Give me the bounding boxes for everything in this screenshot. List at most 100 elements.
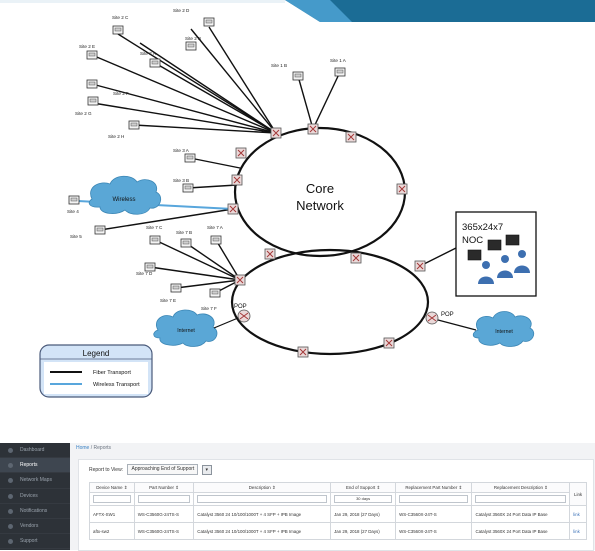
filter-part-input[interactable]: [137, 495, 191, 503]
report-select-label: Report to View:: [89, 466, 124, 473]
column-header-end-of-support[interactable]: End of Support ⇕: [330, 482, 397, 493]
legend-wireless-label: Wireless Transport: [93, 382, 140, 388]
filter-cell: [133, 492, 195, 506]
filter-device-input[interactable]: [93, 495, 131, 503]
sidebar-item-dashboard[interactable]: Dashboard: [0, 443, 70, 459]
internet-right-link: [437, 319, 477, 331]
site-label-2g: Site 2 G: [75, 111, 92, 116]
cell-description: Catalyst 3560 24 10/100/1000T + 4 SFP + …: [193, 522, 332, 540]
support-icon: [8, 539, 13, 545]
filter-eos-select[interactable]: 30 days: [334, 495, 393, 503]
cell-link[interactable]: link: [569, 522, 587, 540]
cell-part: WS-C3560G-24TS-S: [133, 522, 195, 540]
site-label-3b: Site 3 B: [173, 178, 189, 183]
filter-cell: [89, 492, 135, 506]
network-diagram: Site 2 C Site 2 D Site 2 B Site 2 E Site…: [0, 0, 595, 398]
pop-left-label: POP: [234, 304, 247, 310]
site-label-7b: Site 7 B: [176, 230, 192, 235]
cell-rpart: WS-C3560X-24T-S: [395, 505, 473, 523]
filter-cell: [193, 492, 332, 506]
internet-cloud-left: Internet: [153, 309, 218, 347]
site-label-1a: Site 1 A: [330, 58, 347, 63]
core-label-1: Core: [306, 181, 334, 196]
sidebar-item-notifications[interactable]: Notifications: [0, 504, 70, 519]
site-label-7f: Site 7 F: [201, 306, 217, 311]
cell-eos: Jan 29, 2018 (27 Days): [330, 522, 397, 540]
column-header-device-name[interactable]: Device Name ⇕: [89, 482, 135, 493]
sidebar-item-label: Support: [20, 538, 38, 545]
sidebar-item-label: Notifications: [20, 507, 48, 514]
filter-rdesc-input[interactable]: [475, 495, 567, 503]
noc-box: 365x24x7 NOC: [455, 211, 537, 297]
sidebar-item-support[interactable]: Support: [0, 534, 70, 550]
wireless-cloud: Wireless: [88, 175, 162, 215]
site-label-2a: Site 2 A: [140, 51, 157, 56]
pop-router-icons: [237, 309, 439, 325]
chevron-down-icon[interactable]: ▾: [201, 464, 212, 475]
report-table: Device Name ⇕ Part Number ⇕ Description …: [89, 482, 587, 540]
reports-icon: [8, 463, 13, 469]
cell-rdesc: Catalyst 3560X 24 Port Data IP Base: [471, 522, 571, 540]
map-icon: [8, 478, 13, 484]
site-label-7e: Site 7 E: [160, 298, 176, 303]
sidebar-item-vendors[interactable]: Vendors: [0, 519, 70, 535]
site-label-2e: Site 2 E: [79, 44, 95, 49]
sidebar-item-label: Network Maps: [20, 477, 52, 484]
access-ring: [230, 248, 430, 356]
filter-rpart-input[interactable]: [399, 495, 469, 503]
report-panel: Report to View: Approaching End of Suppo…: [78, 459, 594, 551]
sidebar-item-reports[interactable]: Reports: [0, 458, 70, 474]
core-label-2: Network: [296, 198, 344, 213]
router-icons: [227, 123, 426, 358]
sidebar-item-devices[interactable]: Devices: [0, 489, 70, 504]
filter-row: 30 days: [89, 492, 587, 506]
breadcrumb-separator: /: [90, 445, 93, 451]
breadcrumb: Home / Reports: [76, 445, 111, 451]
column-header-link: Link: [569, 482, 587, 506]
sidebar: Dashboard Reports Network Maps Devices N…: [0, 443, 70, 550]
report-select[interactable]: Approaching End of Support: [127, 464, 199, 475]
site-label-7c: Site 7 C: [146, 225, 163, 230]
filter-description-input[interactable]: [197, 495, 328, 503]
filter-cell: [395, 492, 473, 506]
internet-left-label: Internet: [177, 328, 195, 334]
filter-cell: [471, 492, 571, 506]
filter-cell: 30 days: [330, 492, 397, 506]
sidebar-item-label: Devices: [20, 492, 38, 499]
table-header-row: Device Name ⇕ Part Number ⇕ Description …: [89, 482, 587, 506]
device-icon: [8, 493, 13, 499]
report-toolbar: Report to View: Approaching End of Suppo…: [89, 464, 212, 475]
site-label-7d: Site 7 D: [136, 271, 153, 276]
cell-rdesc: Catalyst 3560X 24 Port Data IP Base: [471, 505, 571, 523]
breadcrumb-current: Reports: [93, 445, 112, 451]
sidebar-item-label: Reports: [20, 462, 38, 469]
operators-icon: [467, 234, 530, 284]
site-label-1b: Site 1 B: [271, 63, 287, 68]
site-label-2d: Site 2 D: [173, 8, 190, 13]
vendor-icon: [8, 523, 13, 529]
sidebar-item-label: Vendors: [20, 522, 39, 529]
site-label-2c: Site 2 C: [112, 15, 129, 20]
column-header-replacement-part[interactable]: Replacement Part Number ⇕: [395, 482, 473, 493]
pop-right-label: POP: [441, 312, 454, 318]
legend-title: Legend: [83, 349, 110, 358]
cell-description: Catalyst 3560 24 10/100/1000T + 4 SFP + …: [193, 505, 332, 523]
sidebar-item-label: Dashboard: [20, 447, 45, 453]
site-label-2h: Site 2 H: [108, 134, 124, 139]
cell-rpart: WS-C3560X-24T-S: [395, 522, 473, 540]
breadcrumb-home[interactable]: Home: [76, 445, 90, 451]
report-app: Dashboard Reports Network Maps Devices N…: [0, 443, 595, 551]
cell-device: aftx-sw2: [89, 522, 135, 540]
column-header-replacement-desc[interactable]: Replacement Description ⇕: [471, 482, 571, 493]
site-label-7a: Site 7 A: [207, 225, 224, 230]
cell-link[interactable]: link: [569, 505, 587, 523]
header-banner: [0, 0, 595, 22]
internet-cloud-right: Internet: [472, 311, 535, 347]
site-label-3a: Site 3 A: [173, 148, 190, 153]
column-header-description[interactable]: Description ⇕: [193, 482, 332, 493]
sidebar-item-network-maps[interactable]: Network Maps: [0, 473, 70, 489]
column-header-part-number[interactable]: Part Number ⇕: [133, 482, 195, 493]
site-label-2b: Site 2 B: [185, 36, 201, 41]
site-label-2f: Site 2 F: [113, 91, 129, 96]
legend: Legend Fiber Transport Wireless Transpor…: [39, 344, 153, 398]
